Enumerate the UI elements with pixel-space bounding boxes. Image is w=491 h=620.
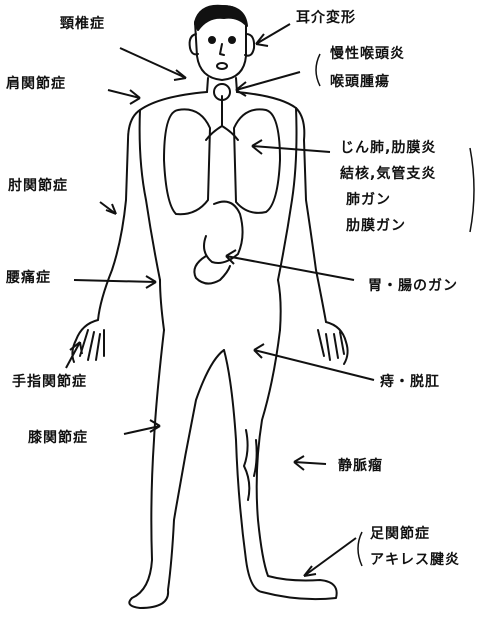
arrow-varix — [294, 462, 326, 464]
label-varix: 静脈瘤 — [338, 458, 383, 474]
arrow-lumbago — [74, 280, 156, 282]
left-lung — [164, 109, 210, 214]
label-stomach: 胃・腸のガン — [368, 278, 458, 294]
label-lung-1: じん肺,肋膜炎 — [340, 140, 436, 156]
left-torso — [140, 110, 160, 280]
label-lumbago: 腰痛症 — [6, 270, 51, 286]
waist — [160, 280, 281, 330]
left-leg — [129, 330, 224, 608]
arrow-ear — [256, 24, 290, 44]
nose — [220, 44, 224, 55]
throat-bracket — [316, 54, 320, 86]
arrow-ankle — [304, 538, 356, 576]
ankle-bracket — [358, 532, 362, 566]
stomach — [204, 202, 243, 263]
left-eye — [209, 37, 215, 43]
label-cervical: 頸椎症 — [60, 16, 105, 32]
label-hemorrhoid: 痔・脱肛 — [380, 374, 440, 390]
arrow-stomach — [226, 256, 354, 280]
label-lung-2: 結核,気管支炎 — [340, 166, 436, 182]
label-shoulder: 肩関節症 — [6, 76, 66, 92]
label-lung-4: 肋膜ガン — [346, 218, 406, 234]
label-throat-1: 慢性喉頭炎 — [330, 46, 405, 62]
label-ear: 耳介変形 — [296, 10, 356, 26]
varicose-veins — [244, 430, 257, 500]
arrow-lung — [252, 146, 330, 152]
right-side-outline — [237, 92, 326, 322]
label-knee: 膝関節症 — [28, 430, 88, 446]
intestine — [194, 256, 230, 284]
arrow-throat — [236, 72, 300, 90]
label-ankle-2: アキレス腱炎 — [370, 552, 460, 568]
right-eye — [229, 37, 235, 43]
pointer-arrows — [66, 24, 374, 576]
right-torso — [278, 108, 297, 280]
label-finger: 手指関節症 — [12, 374, 87, 390]
right-lung — [234, 109, 280, 213]
mouth — [217, 63, 227, 69]
arrow-cervical — [120, 48, 186, 78]
left-hand — [72, 320, 104, 362]
lung-bracket — [470, 148, 474, 232]
label-elbow: 肘関節症 — [8, 178, 68, 194]
right-hand — [318, 322, 348, 364]
label-ankle-1: 足関節症 — [370, 526, 430, 542]
trachea — [206, 96, 238, 140]
left-side-outline — [98, 92, 207, 320]
hair — [195, 6, 247, 30]
label-throat-2: 喉頭腫瘍 — [330, 74, 390, 90]
label-lung-3: 肺ガン — [346, 192, 391, 208]
